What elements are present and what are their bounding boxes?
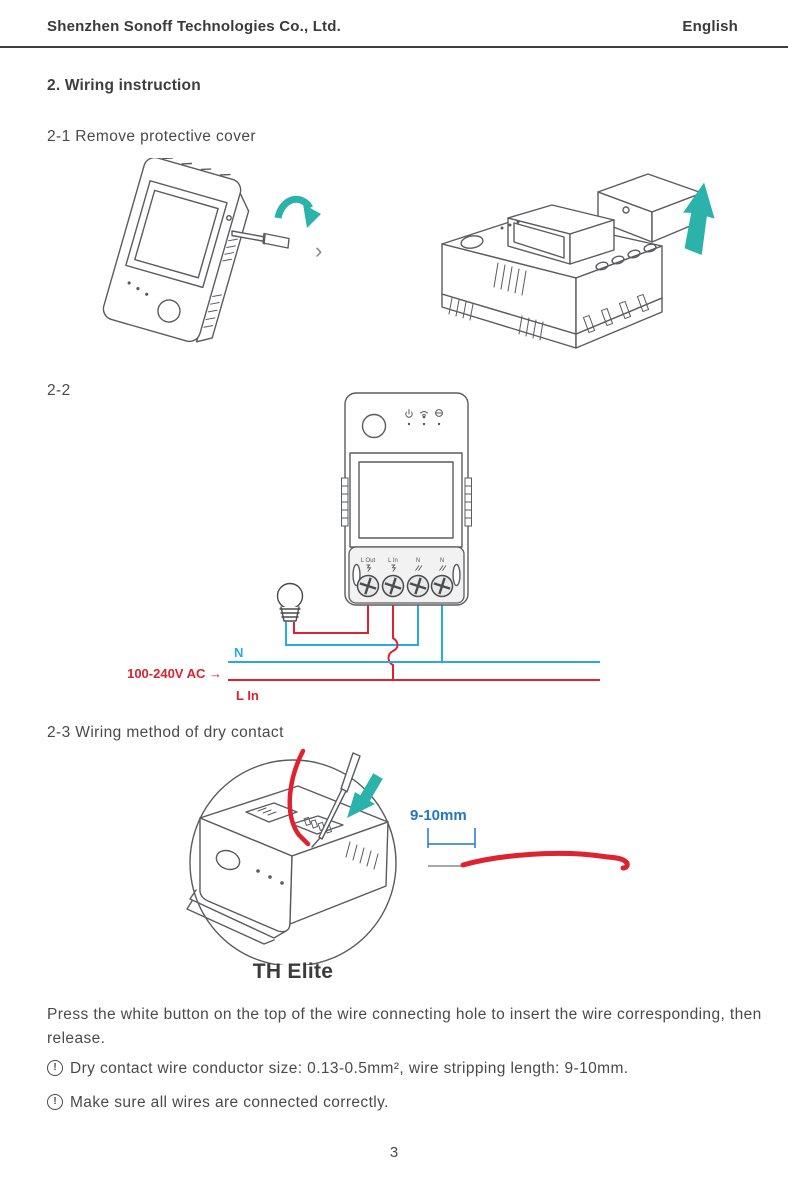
strip-length-bracket xyxy=(427,828,476,848)
terminal-label-lin: L In xyxy=(388,558,398,564)
step-separator: › xyxy=(315,238,322,263)
step-2-1-label: 2-1 Remove protective cover xyxy=(47,128,256,145)
wifi-icon xyxy=(420,411,428,419)
note-conductor-size-text: Dry contact wire conductor size: 0.13-0.… xyxy=(70,1060,629,1077)
note-check-wires-text: Make sure all wires are connected correc… xyxy=(70,1094,389,1111)
strip-length-label: 9-10mm xyxy=(410,807,467,824)
screwdriver-icon xyxy=(231,230,290,249)
note-check-wires: ! Make sure all wires are connected corr… xyxy=(47,1091,763,1115)
supply-label: 100-240V AC → xyxy=(127,666,222,681)
dry-contact-wire xyxy=(287,748,311,847)
wiring-lines xyxy=(228,600,600,681)
warning-icon: ! xyxy=(47,1060,63,1076)
terminal-symbols xyxy=(366,564,447,572)
header-divider xyxy=(0,46,788,48)
terminal-label-n2: N xyxy=(440,558,444,564)
side-clips xyxy=(341,477,472,527)
neutral-label: N xyxy=(234,645,243,660)
power-icon xyxy=(405,409,413,418)
dry-contact-illustration: 9-10mm xyxy=(186,748,630,965)
link-icon xyxy=(435,409,443,417)
warning-icon: ! xyxy=(47,1094,63,1110)
terminal-label-n1: N xyxy=(416,558,420,564)
press-arrow-icon xyxy=(347,773,383,818)
wiring-diagram: L Out L In N N N 100-240V AC → L In xyxy=(127,392,600,703)
remove-cover-illustration: › xyxy=(102,158,715,349)
step-2-2-label: 2-2 xyxy=(47,382,71,399)
pry-arrow-icon xyxy=(274,195,321,228)
company-title: Shenzhen Sonoff Technologies Co., Ltd. xyxy=(47,18,341,35)
terminal-label-lout: L Out xyxy=(361,558,376,564)
device-tilted-illustration xyxy=(102,158,250,343)
page-number: 3 xyxy=(389,1144,399,1161)
device-front-illustration: L Out L In N N xyxy=(341,392,472,606)
stripped-wire-icon xyxy=(428,850,630,871)
language-label: English xyxy=(682,18,738,35)
screw-terminals xyxy=(356,574,454,598)
product-name: TH Elite xyxy=(252,960,334,983)
note-conductor-size: ! Dry contact wire conductor size: 0.13-… xyxy=(47,1057,763,1081)
section-heading: 2. Wiring instruction xyxy=(47,77,201,94)
press-instruction: Press the white button on the top of the… xyxy=(47,1006,762,1047)
device-open-illustration xyxy=(441,173,715,349)
lift-arrow-icon xyxy=(683,182,715,256)
line-in-label: L In xyxy=(236,688,259,703)
screwdriver-press-icon xyxy=(311,752,361,848)
bulb-icon xyxy=(276,582,304,622)
step-2-3-label: 2-3 Wiring method of dry contact xyxy=(47,724,284,741)
